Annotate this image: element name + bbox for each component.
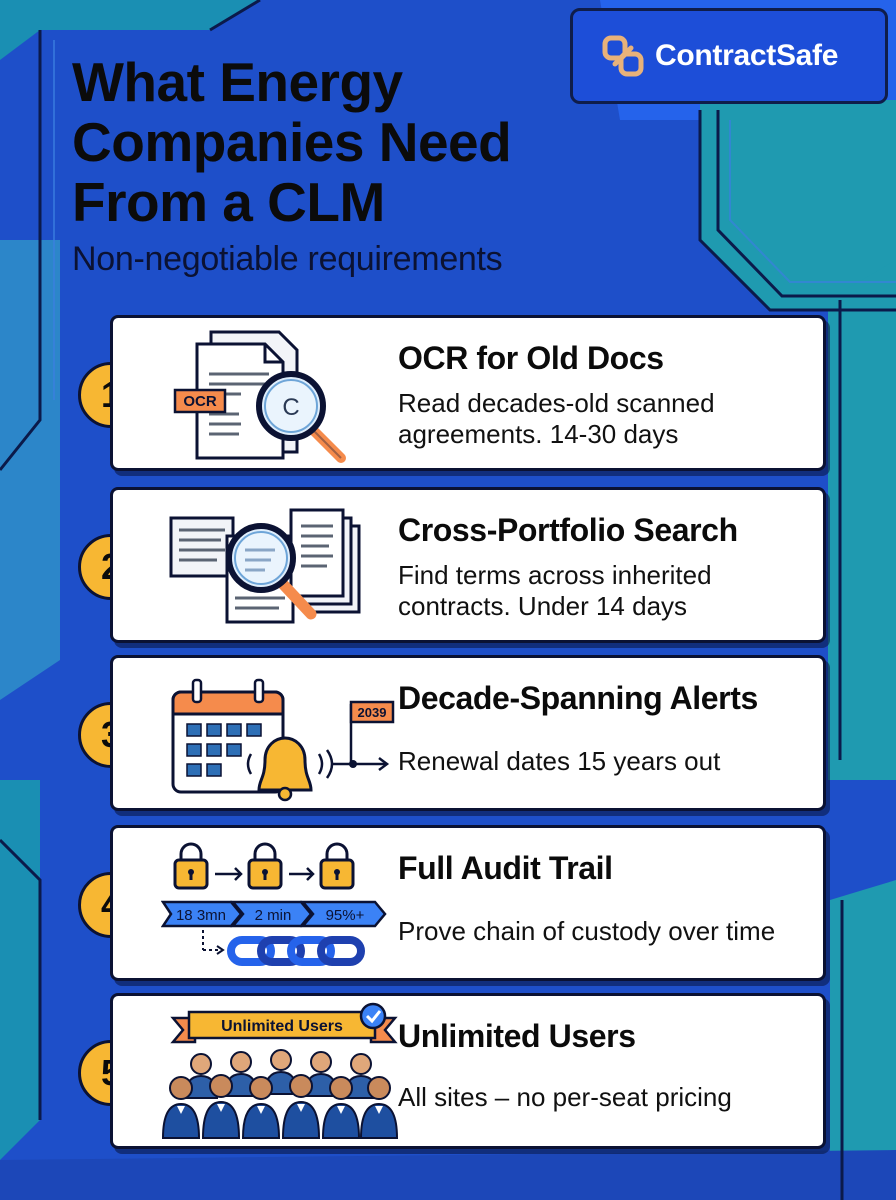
- flag-year: 2039: [358, 705, 387, 720]
- audit-step-label: 95%+: [326, 907, 365, 924]
- description-line: agreements. 14-30 days: [398, 419, 679, 449]
- requirement-description: Prove chain of custody over time: [398, 916, 818, 947]
- title-line: Companies Need: [72, 111, 512, 173]
- requirement-description: Renewal dates 15 years out: [398, 746, 818, 777]
- requirement-description: All sites – no per-seat pricing: [398, 1082, 818, 1113]
- brand-badge: ContractSafe: [570, 8, 888, 104]
- ocr-badge-label: OCR: [183, 393, 217, 410]
- requirement-card: Unlimited Users: [110, 993, 826, 1149]
- calendar-bell-icon: 2039: [171, 678, 395, 802]
- lock-chain-icon: 18 3mn 2 min 95%+: [161, 842, 387, 966]
- requirement-heading: Cross-Portfolio Search: [398, 512, 738, 548]
- description-line: Prove chain of custody over time: [398, 916, 776, 946]
- requirement-heading: Decade-Spanning Alerts: [398, 680, 758, 716]
- brand-name: ContractSafe: [655, 39, 839, 72]
- requirement-heading: Full Audit Trail: [398, 850, 613, 886]
- documents-search-icon: [169, 508, 361, 624]
- banner-label: Unlimited Users: [221, 1018, 343, 1035]
- description-line: All sites – no per-seat pricing: [398, 1082, 732, 1112]
- page-title: What Energy Companies Need From a CLM: [72, 52, 592, 232]
- svg-text:C: C: [282, 394, 299, 421]
- requirement-description: Find terms across inherited contracts. U…: [398, 560, 818, 622]
- requirement-heading: OCR for Old Docs: [398, 340, 664, 376]
- description-line: contracts. Under 14 days: [398, 591, 688, 621]
- title-line: What Energy: [72, 51, 403, 113]
- requirement-card: 2039 Decade-Spanning Alerts Renewal date…: [110, 655, 826, 811]
- audit-step-label: 2 min: [255, 907, 292, 924]
- description-line: Read decades-old scanned: [398, 388, 715, 418]
- requirement-description: Read decades-old scanned agreements. 14-…: [398, 388, 818, 450]
- page-subtitle: Non-negotiable requirements: [72, 240, 503, 278]
- requirement-card: Cross-Portfolio Search Find terms across…: [110, 487, 826, 643]
- requirement-heading: Unlimited Users: [398, 1018, 636, 1054]
- requirement-card: OCR C OCR for Old Docs Read decades-old …: [110, 315, 826, 471]
- group-of-people-icon: Unlimited Users: [161, 1002, 399, 1139]
- description-line: Renewal dates 15 years out: [398, 746, 721, 776]
- ocr-document-magnifier-icon: OCR C: [173, 330, 346, 463]
- audit-step-label: 18 3mn: [176, 907, 226, 924]
- title-line: From a CLM: [72, 171, 385, 233]
- requirement-card: 18 3mn 2 min 95%+ Full Audit Trail Prove…: [110, 825, 826, 981]
- contractsafe-logo-icon: [602, 35, 644, 77]
- description-line: Find terms across inherited: [398, 560, 712, 590]
